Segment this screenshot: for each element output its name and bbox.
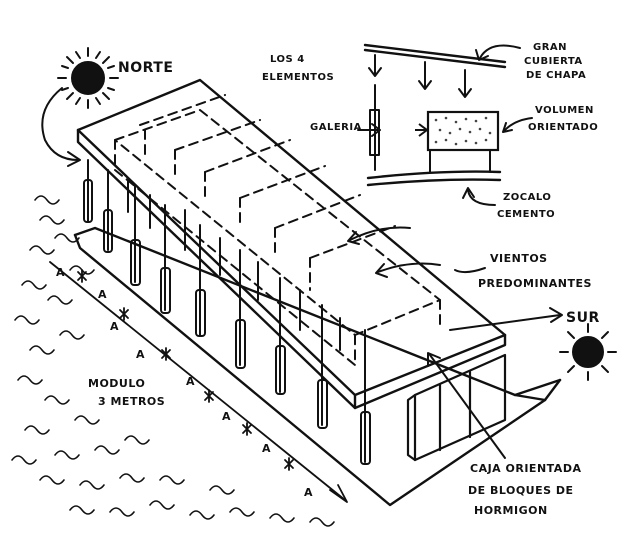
volume-label-2: ORIENTADO [528,122,598,133]
sun-south-icon [559,323,617,381]
box-label-3: HORMIGON [474,504,548,517]
volume-label-arrow [502,117,533,133]
north-arrow [41,87,81,167]
plinth-label-1: ZOCALO [503,192,551,203]
roof-label-3: DE CHAPA [526,70,586,81]
module-letter: A [304,486,313,499]
plinth-label-2: CEMENTO [497,209,555,220]
module-letter: A [136,348,145,361]
module-letter: A [98,288,107,301]
gallery-label: GALERIA [310,122,362,133]
module-markers [77,269,294,471]
wind-label-2: PREDOMINANTES [478,277,592,290]
module-letter: A [186,375,195,388]
wind-label-1: VIENTOS [490,252,548,265]
module-letter: A [222,410,231,423]
plinth-label-arrow [462,187,496,206]
south-arrow [449,307,563,331]
roof-label-arrow [475,44,521,61]
sun-north-icon [57,47,119,109]
roof-label-2: CUBIERTA [524,56,583,67]
detail-gallery [357,109,381,156]
roof [76,78,507,410]
detail-roof [363,43,507,69]
module-axis [49,261,348,503]
volume-label-1: VOLUMEN [535,105,594,116]
ground-hatching [11,195,335,527]
module-letter: A [56,266,65,279]
south-label: SUR [566,310,600,326]
four-elements-label-2: ELEMENTOS [262,72,334,83]
north-label: NORTE [118,60,173,76]
detail-volume [415,110,500,152]
module-letter: A [262,442,271,455]
box-label-2: DE BLOQUES DE [468,484,574,497]
roof-label-1: GRAN [533,42,567,53]
module-label-1: MODULO [88,377,145,390]
platform [73,226,562,507]
detail-plinth [366,170,502,187]
concrete-box [406,353,507,462]
wind-arrows [347,226,441,278]
box-label-arrow [427,352,506,459]
dashed-volume [114,94,441,366]
four-elements-label-1: LOS 4 [270,54,305,65]
module-letters: A A A A A A A A [56,266,313,499]
box-label-1: CAJA ORIENTADA [470,462,581,475]
wind-label-arrow [454,267,486,274]
module-label-2: 3 METROS [98,395,165,408]
module-letter: A [110,320,119,333]
